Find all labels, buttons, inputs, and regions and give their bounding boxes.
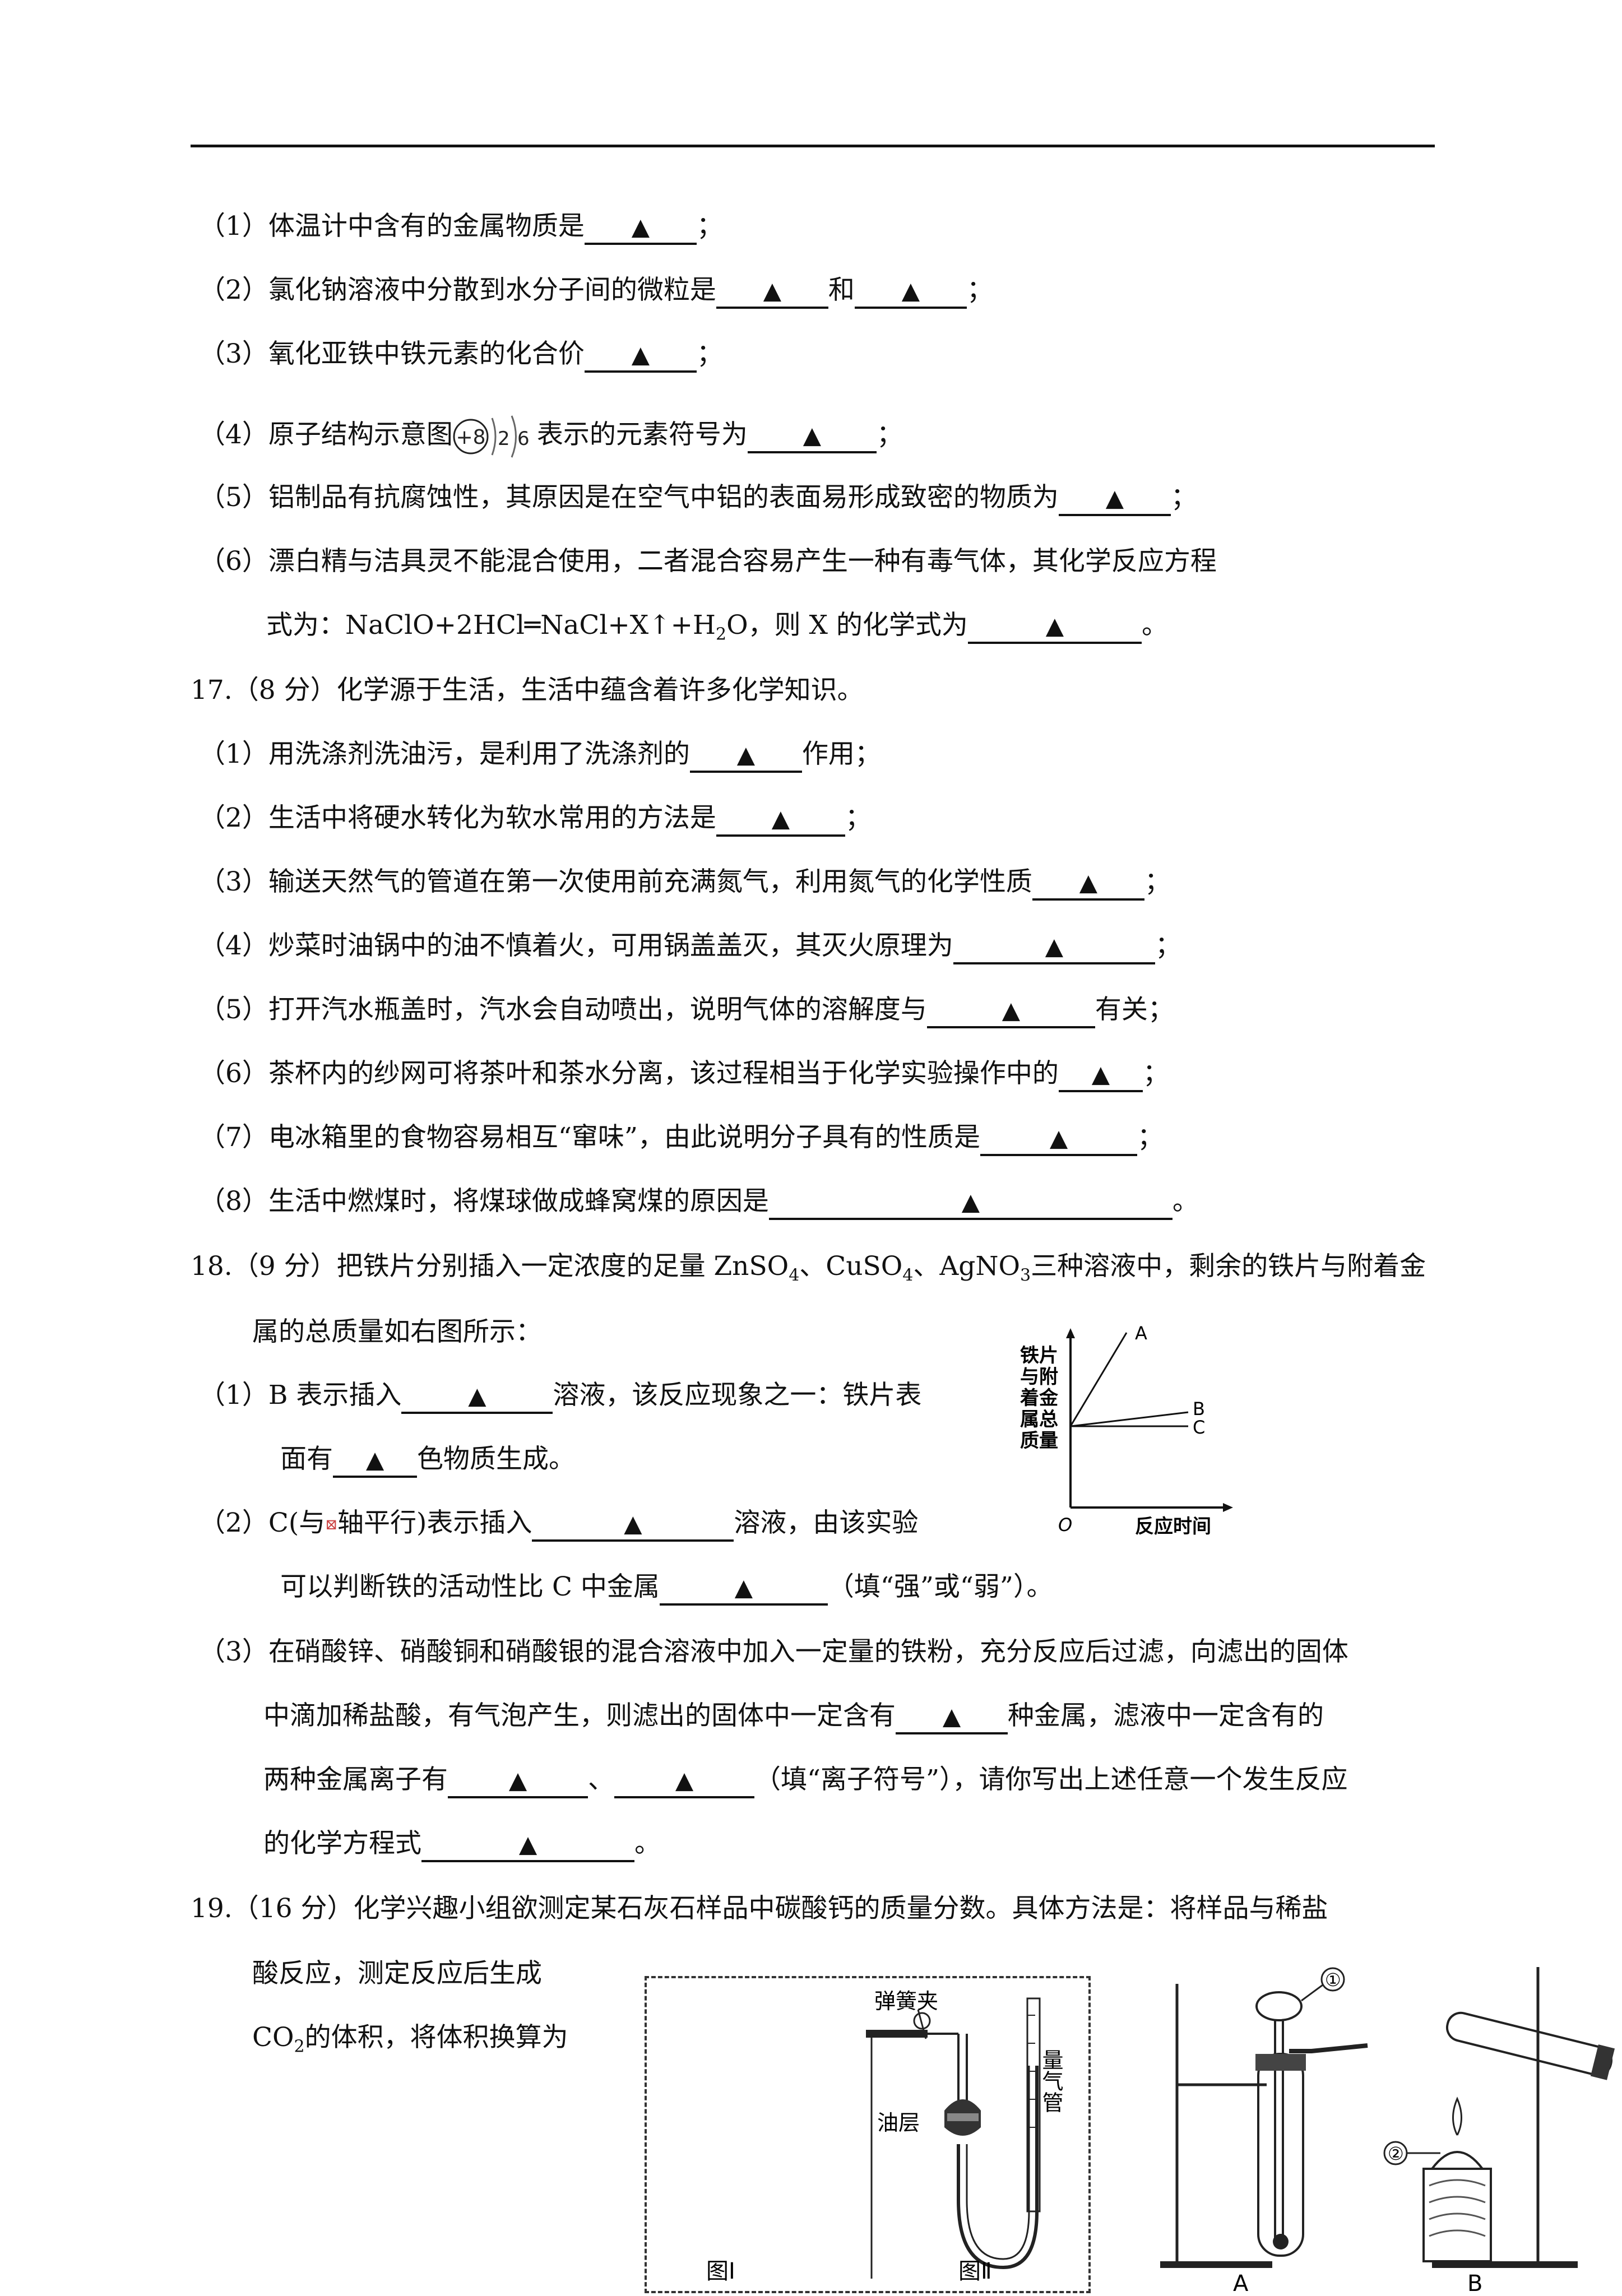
- label-fig2: 图Ⅱ: [958, 2258, 992, 2284]
- q17-item2: （2）生活中将硬水转化为软水常用的方法是▲；: [199, 800, 872, 837]
- graph-xlabel: 反应时间: [1135, 1515, 1211, 1538]
- atom-shell2-label: 6: [517, 428, 530, 450]
- q19-line3: CO2的体积，将体积换算为: [252, 2022, 568, 2057]
- answer-blank[interactable]: ▲: [896, 1700, 1008, 1734]
- label-spring-clip: 弹簧夹: [874, 1989, 938, 2014]
- graph-ylabel-5: 质量: [1020, 1430, 1058, 1452]
- q17-item5: （5）打开汽水瓶盖时，汽水会自动喷出，说明气体的溶解度与▲有关；: [199, 992, 1174, 1028]
- atom-nucleus-label: +8: [456, 426, 485, 449]
- q16-part1: （1）体温计中含有的金属物质是▲；: [199, 208, 723, 245]
- q18-part1-line2: 面有▲色物质生成。: [280, 1441, 575, 1478]
- q16-part6-line1: （6）漂白精与洁具灵不能混合使用，二者混合容易产生一种有毒气体，其化学反应方程: [199, 546, 1217, 577]
- answer-blank[interactable]: ▲: [953, 930, 1155, 964]
- q16-part5: （5）铝制品有抗腐蚀性，其原因是在空气中铝的表面易形成致密的物质为▲；: [199, 480, 1197, 516]
- atom-structure-diagram: +8 2 6: [453, 411, 537, 462]
- q18-part1: （1）B 表示插入▲溶液，该反应现象之一：铁片表: [199, 1377, 921, 1414]
- q18-part3-line1: （3）在硝酸锌、硝酸铜和硝酸银的混合溶液中加入一定量的铁粉，充分反应后过滤，向滤…: [199, 1636, 1348, 1667]
- answer-blank[interactable]: ▲: [1058, 1058, 1143, 1092]
- answer-blank[interactable]: ▲: [401, 1380, 553, 1414]
- figure-box-I-II: [645, 1976, 1091, 2293]
- graph-label-b: B: [1193, 1398, 1205, 1420]
- q16-part2: （2）氯化钠溶液中分散到水分子间的微粒是▲和▲；: [199, 272, 993, 309]
- graph-ylabel-3: 着金: [1019, 1387, 1059, 1409]
- graph-ylabel-1: 铁片: [1020, 1344, 1058, 1367]
- label-callout-1: ①: [1325, 1969, 1341, 1991]
- q17-item4: （4）炒菜时油锅中的油不慎着火，可用锅盖盖灭，其灭火原理为▲；: [199, 928, 1181, 964]
- answer-blank[interactable]: ▲: [689, 739, 802, 773]
- graph-label-c: C: [1193, 1417, 1205, 1438]
- answer-blank[interactable]: ▲: [659, 1571, 828, 1606]
- q17-item6: （6）茶杯内的纱网可将茶叶和茶水分离，该过程相当于化学实验操作中的▲；: [199, 1056, 1169, 1092]
- answer-blank[interactable]: ▲: [584, 211, 697, 245]
- q17-item7: （7）电冰箱里的食物容易相互“窜味”，由此说明分子具有的性质是▲；: [199, 1120, 1164, 1156]
- label-callout-2: ②: [1388, 2143, 1404, 2164]
- q16-part4: （4）原子结构示意图 +8 2 6 表示的元素符号为▲；: [199, 411, 903, 462]
- answer-blank[interactable]: ▲: [747, 419, 877, 453]
- q18-part2: （2）C(与⊠轴平行)表示插入▲溶液，由该实验: [199, 1505, 918, 1543]
- figure-I-II-drawing: 弹簧夹 油层 量气管 图Ⅰ 图Ⅱ: [645, 1976, 1087, 2292]
- graph-origin: O: [1058, 1514, 1072, 1536]
- graph-ylabel-4: 属总: [1020, 1408, 1058, 1431]
- q18-part3-line3: 两种金属离子有▲、▲（填“离子符号”），请你写出上述任意一个发生反应: [263, 1762, 1348, 1798]
- answer-blank[interactable]: ▲: [967, 610, 1142, 644]
- graph-label-a: A: [1135, 1323, 1147, 1344]
- q17-item3: （3）输送天然气的管道在第一次使用前充满氮气，利用氮气的化学性质▲；: [199, 864, 1171, 901]
- q18-part3-line4: 的化学方程式▲。: [263, 1826, 661, 1862]
- answer-blank[interactable]: ▲: [532, 1508, 734, 1542]
- label-apparatus-b: B: [1467, 2271, 1482, 2294]
- q18-part3-line2: 中滴加稀盐酸，有气泡产生，则滤出的固体中一定含有▲种金属，滤液中一定含有的: [263, 1698, 1324, 1734]
- apparatus-a: ① A: [1155, 1950, 1401, 2296]
- q18-part2-line2: 可以判断铁的活动性比 C 中金属▲（填“强”或“弱”）。: [280, 1569, 1053, 1606]
- label-fig1: 图Ⅰ: [706, 2258, 735, 2284]
- answer-blank[interactable]: ▲: [614, 1764, 754, 1798]
- header-rule: [191, 145, 1435, 147]
- q16-part3: （3）氧化亚铁中铁元素的化合价▲；: [199, 336, 723, 373]
- label-apparatus-a: A: [1233, 2271, 1249, 2294]
- apparatus-b: ② B: [1379, 1950, 1622, 2296]
- q17-heading: 17.（8 分）化学源于生活，生活中蕴含着许多化学知识。: [191, 675, 864, 706]
- answer-blank[interactable]: ▲: [333, 1444, 417, 1478]
- answer-blank[interactable]: ▲: [1032, 866, 1144, 901]
- q16-part6-line2: 式为：NaClO+2HCl═NaCl+X↑+H2O，则 X 的化学式为▲。: [266, 610, 1168, 644]
- q17-item8: （8）生活中燃煤时，将煤球做成蜂窝煤的原因是▲。: [199, 1184, 1199, 1220]
- atom-shell1-label: 2: [498, 428, 510, 450]
- answer-blank[interactable]: ▲: [1058, 482, 1171, 516]
- answer-blank[interactable]: ▲: [448, 1764, 588, 1798]
- answer-blank[interactable]: ▲: [926, 994, 1095, 1028]
- answer-blank[interactable]: ▲: [716, 803, 845, 837]
- answer-blank[interactable]: ▲: [421, 1828, 634, 1862]
- broken-image-icon: ⊠: [325, 1516, 337, 1533]
- q19-heading: 19.（16 分）化学兴趣小组欲测定某石灰石样品中碳酸钙的质量分数。具体方法是：…: [191, 1893, 1328, 1924]
- label-oil-layer: 油层: [877, 2111, 920, 2135]
- q18-heading: 18.（9 分）把铁片分别插入一定浓度的足量 ZnSO4、CuSO4、AgNO3…: [191, 1251, 1426, 1286]
- q17-item1: （1）用洗涤剂洗油污，是利用了洗涤剂的▲作用；: [199, 736, 881, 773]
- q19-line2: 酸反应，测定反应后生成: [252, 1958, 542, 1989]
- answer-blank[interactable]: ▲: [768, 1186, 1173, 1220]
- answer-blank[interactable]: ▲: [854, 275, 967, 309]
- q18-heading-line2: 属的总质量如右图所示：: [252, 1316, 542, 1347]
- answer-blank[interactable]: ▲: [584, 338, 697, 373]
- answer-blank[interactable]: ▲: [980, 1122, 1137, 1156]
- q18-mass-time-graph: 铁片 与附 着金 属总 质量 A B C O 反应时间: [1009, 1323, 1244, 1549]
- graph-ylabel-2: 与附: [1020, 1366, 1058, 1388]
- answer-blank[interactable]: ▲: [716, 275, 828, 309]
- label-gas-tube: 量气管: [1039, 2049, 1063, 2113]
